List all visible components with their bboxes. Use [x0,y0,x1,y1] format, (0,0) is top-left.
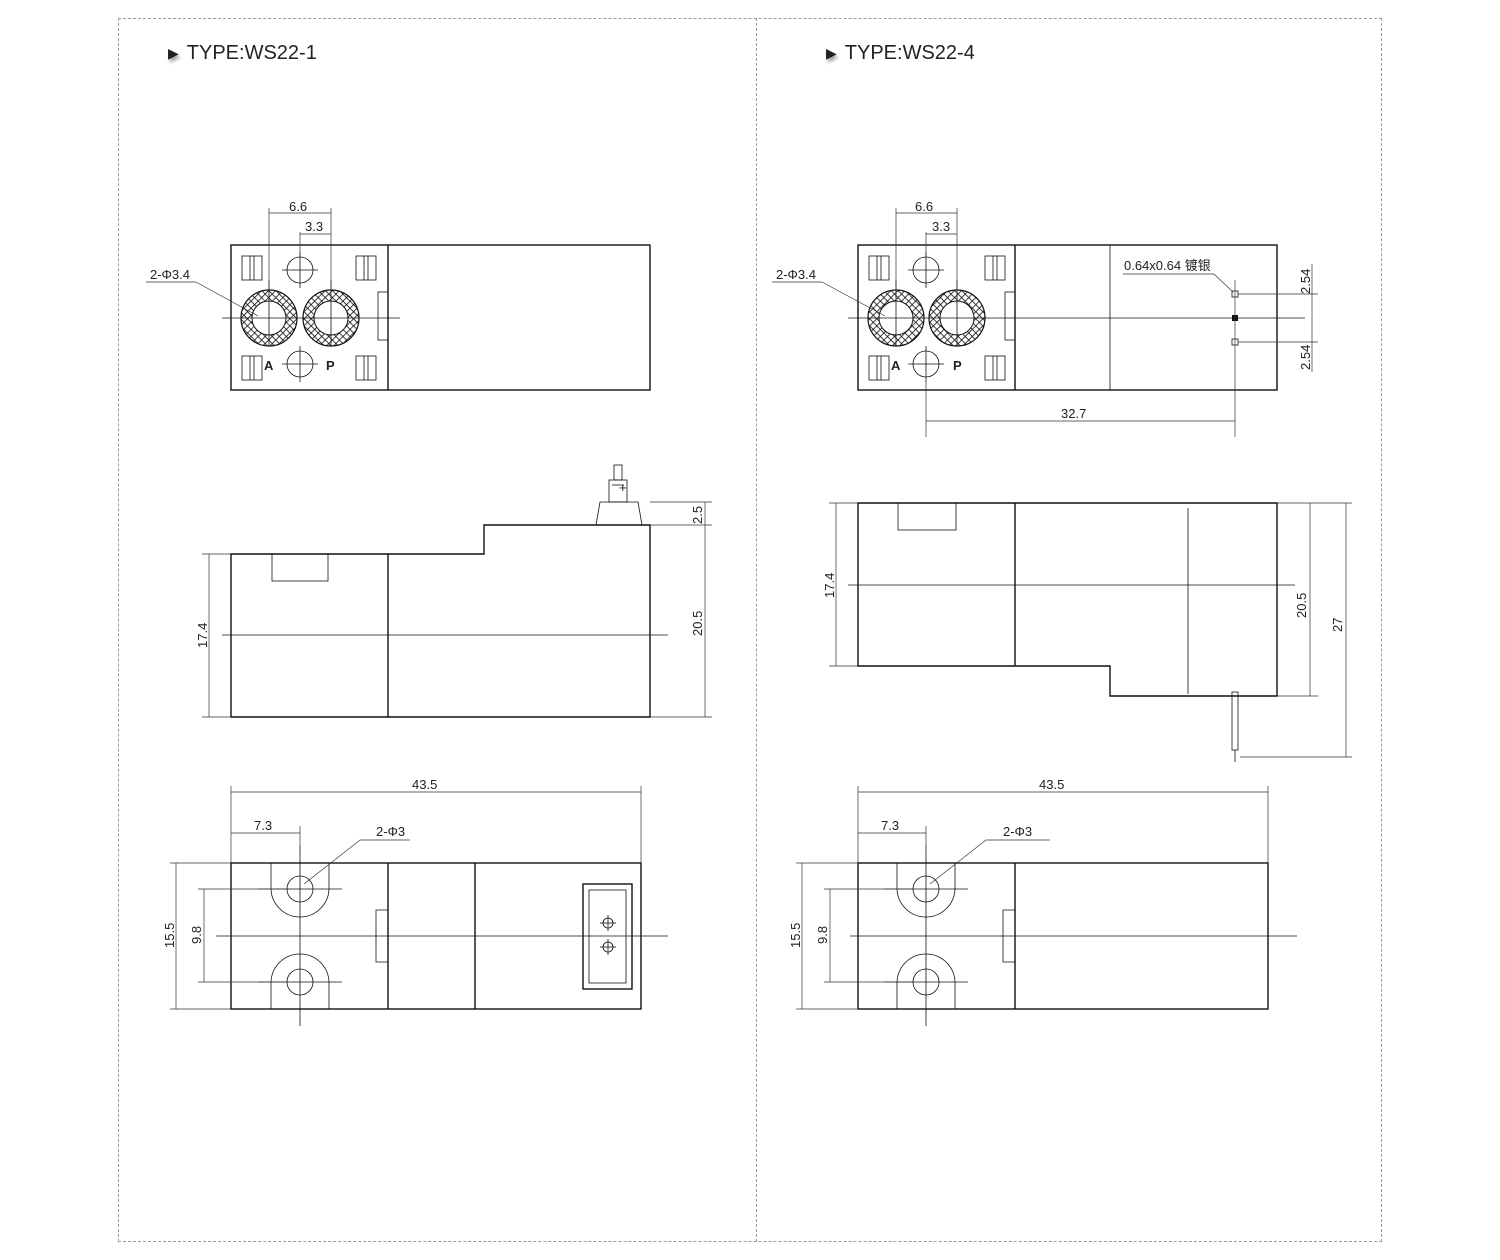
dim-27: 27 [1330,618,1345,632]
dim-17-4: 17.4 [822,573,837,598]
dim-20-5: 20.5 [1294,593,1309,618]
ws22-1-bottom-view: 43.5 7.3 2-Φ3 15.5 9.8 [162,777,668,1026]
dim-2-54-top: 2.54 [1298,269,1313,294]
triangle-bullet-icon: ▶ [826,45,837,61]
port-p-label: P [326,358,335,373]
panel-divider [756,18,757,1242]
dim-9-8: 9.8 [189,926,204,944]
holes-label-phi3-4: 2-Φ3.4 [150,267,190,282]
port-a-label: A [264,358,274,373]
dim-32-7: 32.7 [1061,406,1086,421]
ws22-1-top-view: A P 6.6 3.3 2-Φ3.4 [146,199,651,391]
panel-title-ws22-4: ▶ TYPE:WS22-4 [826,42,975,65]
ws22-1-side-view: + 17.4 2.5 20.5 [195,464,712,718]
port-a-label: A [891,358,901,373]
dim-15-5: 15.5 [788,923,803,948]
dim-7-3: 7.3 [881,818,899,833]
holes-label-phi3-4: 2-Φ3.4 [776,267,816,282]
pin-label: 0.64x0.64 镀银 [1124,258,1211,273]
dim-43-5: 43.5 [1039,777,1064,792]
svg-text:+: + [619,480,627,495]
dim-2-54-bottom: 2.54 [1298,345,1313,370]
port-p-label: P [953,358,962,373]
dim-15-5: 15.5 [162,923,177,948]
dim-7-3: 7.3 [254,818,272,833]
dim-2-5: 2.5 [690,506,705,524]
dim-6-6: 6.6 [289,199,307,214]
ws22-4-bottom-view: 43.5 7.3 2-Φ3 15.5 9.8 [788,777,1297,1026]
holes-label-phi3: 2-Φ3 [376,824,405,839]
dim-3-3: 3.3 [932,219,950,234]
panel-title-text: TYPE:WS22-1 [186,42,317,64]
dim-20-5: 20.5 [690,611,705,636]
drawing-frame [118,18,1382,1242]
dim-17-4: 17.4 [195,623,210,648]
dim-43-5: 43.5 [412,777,437,792]
dim-9-8: 9.8 [815,926,830,944]
panel-title-text: TYPE:WS22-4 [844,42,975,64]
triangle-bullet-icon: ▶ [168,45,179,61]
ws22-4-side-view: 17.4 20.5 27 [822,502,1352,762]
panel-title-ws22-1: ▶ TYPE:WS22-1 [168,42,317,65]
holes-label-phi3: 2-Φ3 [1003,824,1032,839]
ws22-4-top-view: A P 2.54 2.54 0.64x0.64 镀银 6.6 3.3 2-Φ3.… [772,199,1318,437]
dim-3-3: 3.3 [305,219,323,234]
dim-6-6: 6.6 [915,199,933,214]
